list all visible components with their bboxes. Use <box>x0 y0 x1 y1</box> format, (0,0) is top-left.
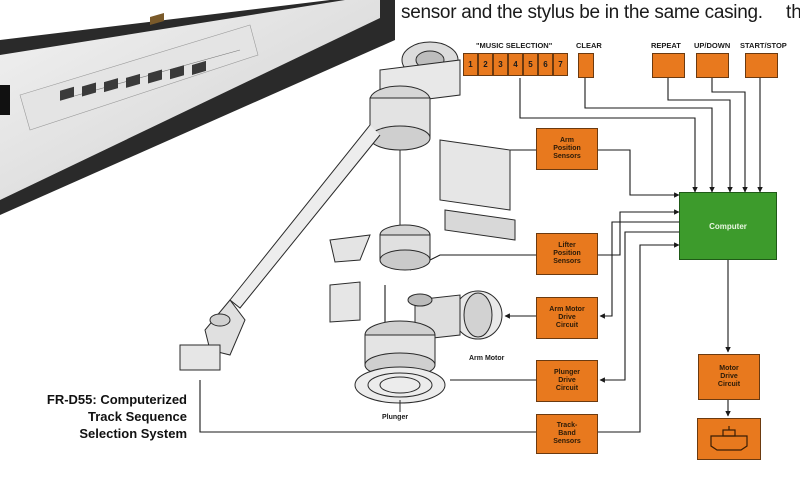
lifter-position-sensors-block: Lifter Position Sensors <box>536 233 598 275</box>
clear-label: CLEAR <box>576 41 602 50</box>
clear-button[interactable] <box>578 53 594 78</box>
motor-drive-circuit-block: Motor Drive Circuit <box>698 354 760 400</box>
turntable-motor-icon <box>710 426 748 451</box>
tonearm-illustration <box>179 41 516 412</box>
repeat-button[interactable] <box>652 53 685 78</box>
music-selection-key-6[interactable]: 6 <box>538 53 553 76</box>
updown-label: UP/DOWN <box>694 41 731 50</box>
music-selection-key-7[interactable]: 7 <box>553 53 568 76</box>
control-wires <box>199 78 763 433</box>
updown-button[interactable] <box>696 53 729 78</box>
music-selection-key-4[interactable]: 4 <box>508 53 523 76</box>
turntable-panel-photo <box>0 0 395 215</box>
arm-motor-drive-circuit-block: Arm Motor Drive Circuit <box>536 297 598 339</box>
system-title: FR-D55: Computerized Track Sequence Sele… <box>46 392 187 441</box>
startstop-button[interactable] <box>745 53 778 78</box>
music-selection-key-3[interactable]: 3 <box>493 53 508 76</box>
caption-text: sensor and the stylus be in the same cas… <box>401 2 763 23</box>
arm-motor-label: Arm Motor <box>469 355 505 362</box>
music-selection-label: "MUSIC SELECTION" <box>476 41 553 50</box>
repeat-label: REPEAT <box>651 41 681 50</box>
arm-position-sensors-block: Arm Position Sensors <box>536 128 598 170</box>
startstop-label: START/STOP <box>740 41 787 50</box>
plunger-drive-circuit-block: Plunger Drive Circuit <box>536 360 598 402</box>
music-selection-key-5[interactable]: 5 <box>523 53 538 76</box>
music-selection-key-1[interactable]: 1 <box>463 53 478 76</box>
music-selection-key-2[interactable]: 2 <box>478 53 493 76</box>
computer-block: Computer <box>679 192 777 260</box>
caption-edge-fragment: th <box>786 2 800 23</box>
plunger-label: Plunger <box>382 414 409 421</box>
turntable-motor-block <box>697 418 761 460</box>
track-band-sensors-block: Track- Band Sensors <box>536 414 598 454</box>
